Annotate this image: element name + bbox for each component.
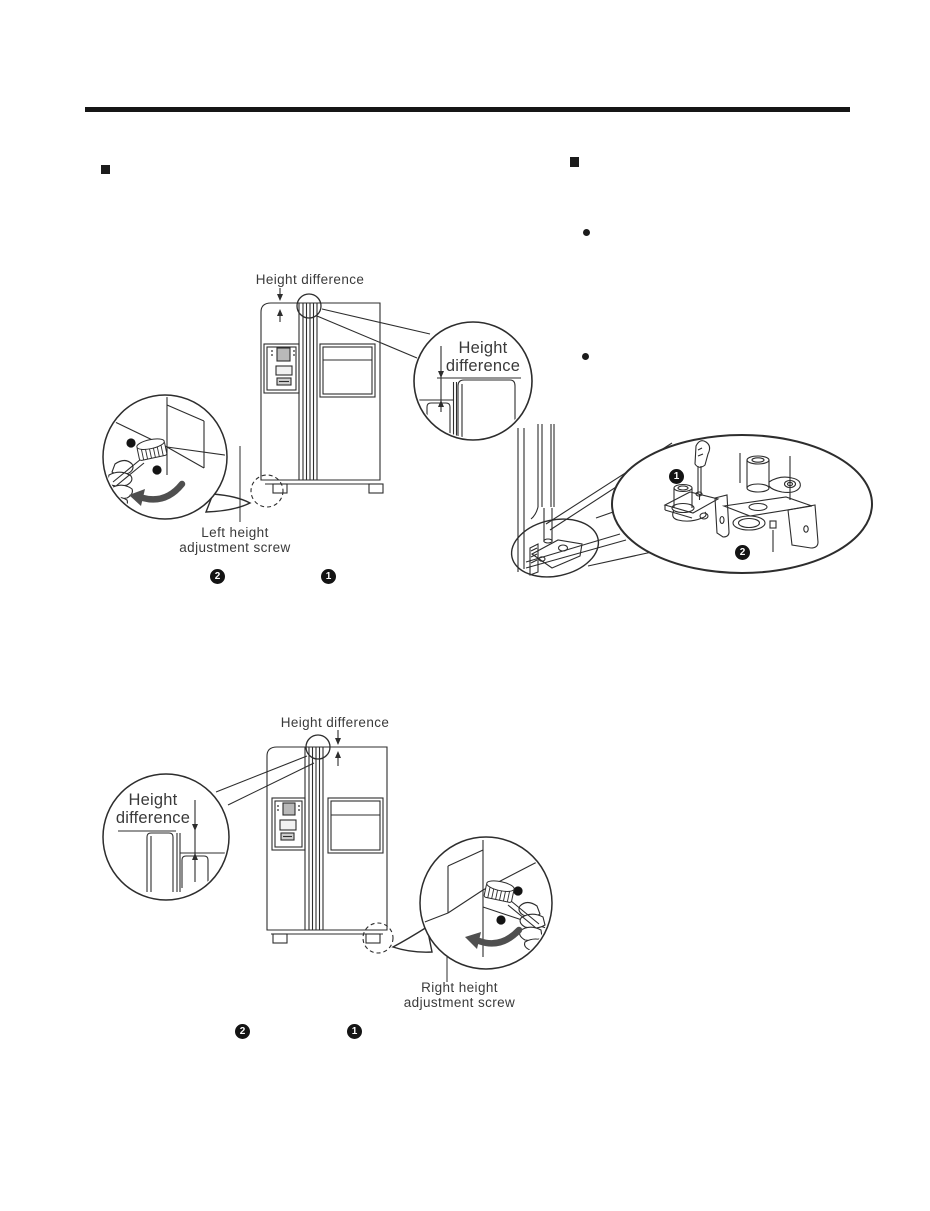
left-section-square-bullet-icon: [101, 165, 110, 174]
fig3-top-label: Height difference: [280, 715, 390, 730]
fig3-magnifier-line1: Height: [128, 791, 178, 809]
rotate-counterclockwise-arrow-icon: [129, 480, 186, 506]
hinge-badge-2: 2: [735, 545, 750, 560]
height-difference-magnifier: [413, 321, 533, 441]
hinge-parts-illustration: [510, 424, 873, 578]
figure-left-height-adjustment: Height difference Height difference Left…: [85, 260, 545, 590]
fig1-magnifier-line1: Height: [458, 339, 508, 357]
fridge-front-view: [215, 730, 394, 954]
figure-hinge-parts: 1 2: [500, 420, 890, 585]
section-divider-rule: [85, 107, 850, 112]
rotate-counterclockwise-arrow-icon: [465, 926, 523, 949]
fig1-magnifier-label: Height difference: [415, 339, 551, 375]
height-difference-magnifier: [102, 773, 230, 901]
fig1-screw-label: Left height adjustment screw: [179, 525, 291, 555]
fig3-magnifier-label: Height difference: [88, 791, 218, 827]
fig1-magnifier-line2: difference: [445, 356, 521, 375]
fridge-front-view: [250, 288, 431, 508]
right-section-square-bullet-icon: [570, 157, 579, 167]
fig3-magnifier-line2: difference: [115, 808, 191, 827]
fig1-top-label: Height difference: [255, 272, 365, 287]
fig3-step-badge-1: 1: [347, 1024, 362, 1039]
figure-right-height-adjustment: Height difference Height difference Righ…: [85, 700, 565, 1050]
left-adjustment-illustration: [102, 288, 533, 522]
right-adjustment-illustration: [102, 730, 553, 982]
right-sub-dot-bullet-icon: [583, 229, 590, 236]
fig1-step-badge-2: 2: [210, 569, 225, 584]
right-sub-dot-bullet-icon: [582, 353, 589, 360]
adjustment-screw-knob: [136, 438, 168, 461]
hinge-badge-1: 1: [669, 469, 684, 484]
hand-icon: [694, 440, 711, 468]
fig3-step-badge-2: 2: [235, 1024, 250, 1039]
fig3-screw-label: Right height adjustment screw: [403, 980, 516, 1010]
left-screw-callout-bubble: [102, 394, 252, 520]
adjustment-screw-knob: [483, 880, 515, 903]
right-screw-callout-bubble: [391, 836, 553, 970]
fig1-step-badge-1: 1: [321, 569, 336, 584]
